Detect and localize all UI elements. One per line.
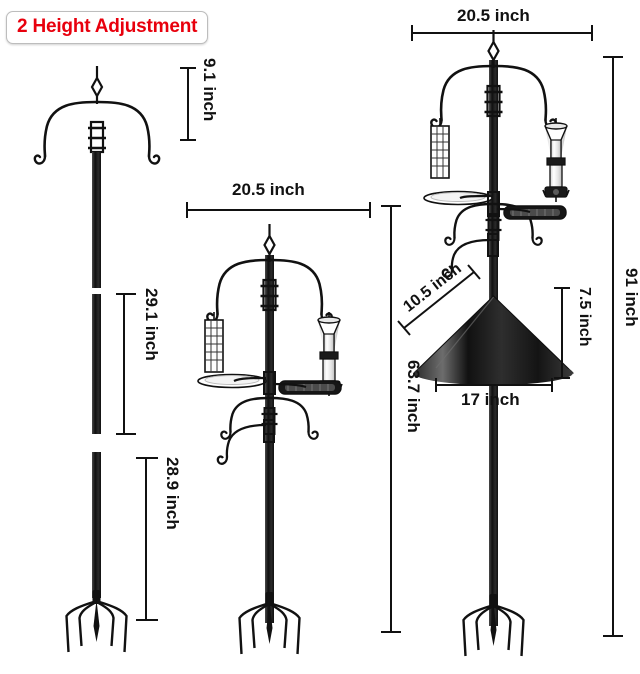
height-adjustment-badge: 2 Height Adjustment	[6, 11, 209, 44]
water-dish	[197, 373, 267, 389]
dimension-line-baffle-diameter	[435, 378, 553, 392]
squirrel-baffle	[412, 295, 575, 385]
dimension-label-width-middle: 20.5 inch	[232, 180, 305, 199]
double-hook-top	[33, 64, 161, 165]
station-pole	[265, 255, 274, 623]
dimension-line-height-right	[603, 56, 623, 637]
mesh-tray	[278, 380, 342, 395]
tall-station-figure	[397, 25, 623, 658]
suet-cage-feeder	[430, 117, 450, 179]
badge-label: 2 Height Adjustment	[17, 16, 198, 37]
ground-stake	[238, 590, 301, 656]
bottom-scroll-hook	[216, 419, 275, 465]
dimension-label-height-middle: 63.7 inch	[404, 360, 423, 433]
water-dish	[423, 190, 493, 206]
dimension-line-width-right	[411, 25, 593, 41]
ground-stake	[462, 592, 525, 658]
dimension-label-baffle-height: 7.5 inch	[576, 287, 593, 347]
dimension-line-hook-spread	[180, 67, 196, 141]
disassembled-pole-figure	[33, 64, 196, 654]
tray-support-arms	[233, 371, 307, 395]
dimension-line-height-middle	[381, 205, 401, 633]
dimension-label-upper-pole: 29.1 inch	[142, 288, 161, 361]
dimension-label-hook-spread: 9.1 inch	[200, 58, 219, 122]
bottom-scroll-hook	[441, 233, 499, 278]
dimension-label-height-right: 91 inch	[622, 268, 640, 327]
tube-feeder	[542, 117, 570, 203]
dimension-line-baffle-slant	[397, 264, 481, 336]
pole-segment-middle	[92, 294, 101, 434]
pole-segment-upper	[92, 152, 101, 288]
dimension-line-baffle-height	[554, 287, 570, 379]
short-station-figure	[186, 202, 401, 656]
suet-cage-feeder	[204, 311, 224, 373]
mesh-tray	[503, 205, 567, 220]
dimension-line-upper-pole	[116, 293, 136, 435]
dimension-line-width-middle	[186, 202, 371, 218]
dimension-label-lower-pole: 28.9 inch	[163, 457, 182, 530]
pole-segment-lower	[92, 452, 101, 598]
dimension-label-baffle-diameter: 17 inch	[461, 390, 520, 409]
dimension-label-width-right: 20.5 inch	[457, 6, 530, 25]
ground-stake	[65, 588, 128, 654]
dimension-line-lower-pole	[136, 457, 158, 621]
tray-support-arms	[459, 191, 531, 217]
